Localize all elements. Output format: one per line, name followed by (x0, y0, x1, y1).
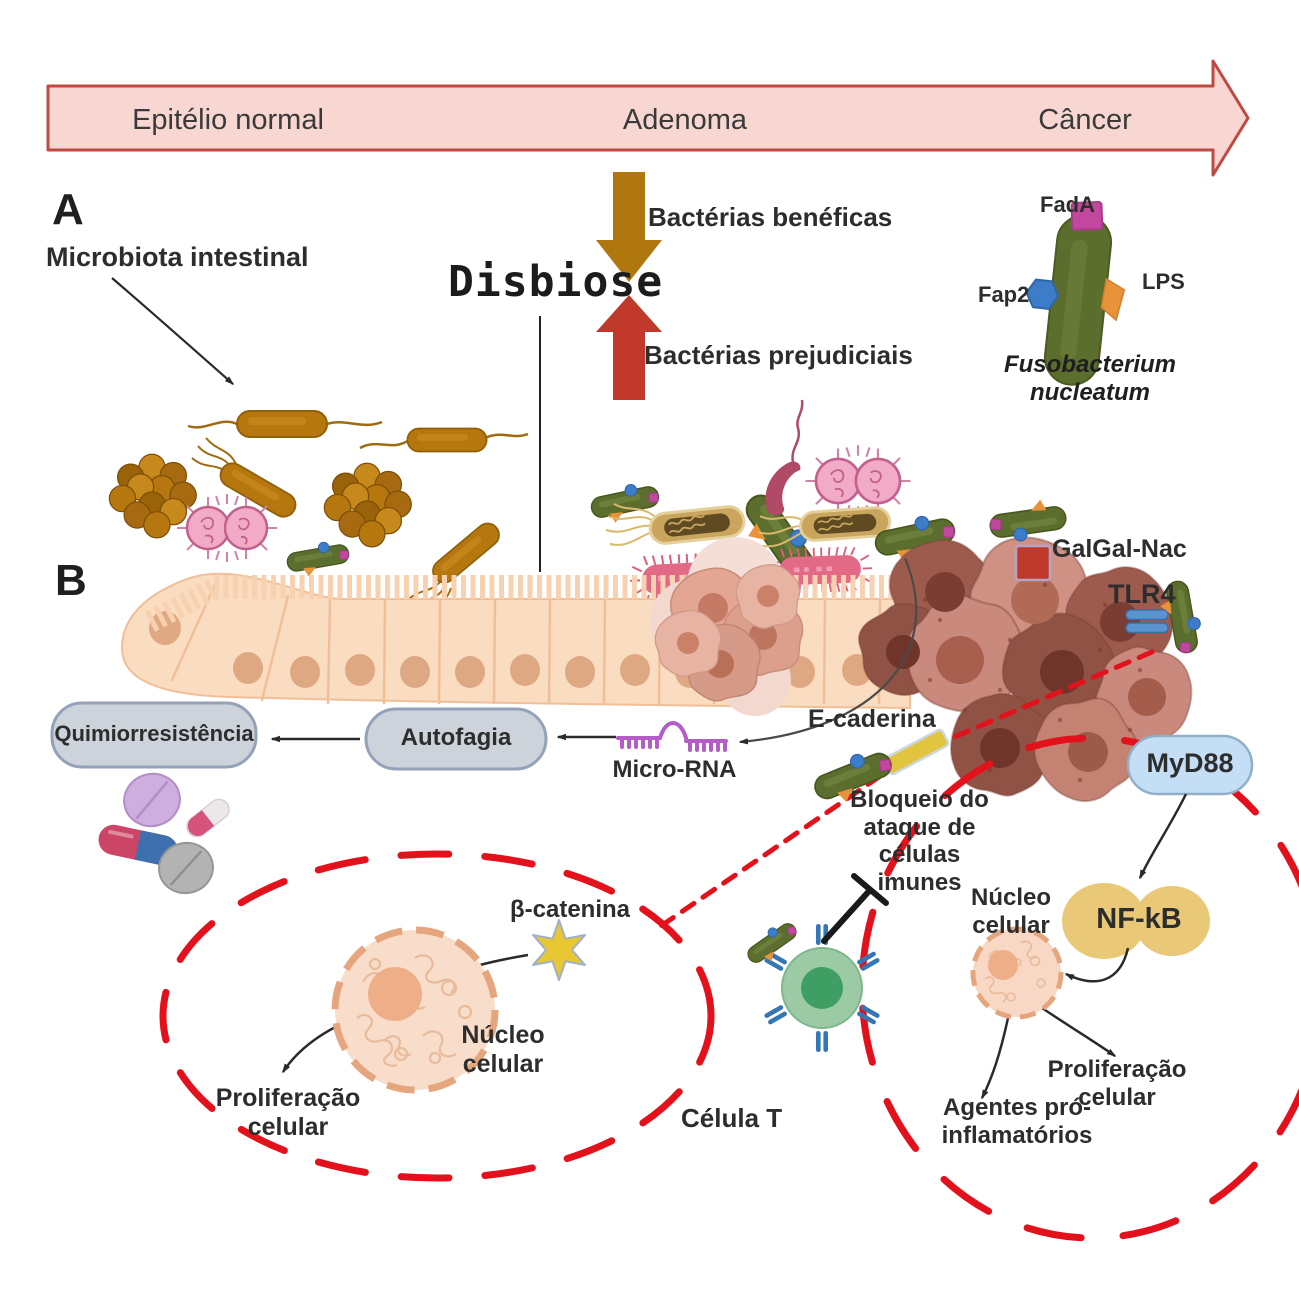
harmful-bacteria-arrow (596, 295, 662, 400)
dysbiotic-bacteria-field (587, 399, 960, 605)
beneficial-bacteria-label: Bactérias benéficas (648, 202, 893, 232)
galgalnac-label: GalGal-Nac (1052, 535, 1187, 563)
timeline-arrow (46, 59, 1250, 177)
t-cell-label: Célula T (681, 1103, 783, 1133)
adenoma-cells (650, 537, 804, 716)
right-nucleus-label: Núcleo celular (970, 884, 1051, 939)
tlr4-label: TLR4 (1108, 579, 1176, 609)
autophagy-label: Autofagia (400, 724, 512, 751)
chemotherapy-pills (98, 772, 230, 895)
microbiota-label: Microbiota intestinal (46, 242, 309, 272)
microrna-icon (616, 721, 728, 752)
microbiota-pointer-arrow (111, 277, 235, 385)
ecadherin-label: E-caderina (808, 705, 936, 733)
fap2-label: Fap2 (978, 282, 1030, 307)
fusobacterium-illustration (1025, 201, 1126, 386)
microrna-label: Micro-RNA (612, 756, 737, 783)
chemoresistance-label: Quimiorresistência (54, 721, 254, 746)
autophagy-box (364, 707, 548, 771)
timeline-stage-adenoma: Adenoma (622, 104, 748, 136)
beta-catenin-label: β-catenina (510, 896, 631, 923)
timeline-stage-cancer: Câncer (1038, 104, 1132, 136)
beta-catenin-star (532, 919, 586, 981)
myd88-label: MyD88 (1146, 748, 1234, 778)
tlr4-receptor (1125, 577, 1206, 657)
fada-label: FadA (1040, 192, 1095, 217)
beneficial-bacteria-arrow (596, 172, 662, 282)
chemoresistance-box (50, 701, 258, 769)
left-nucleus-label: Núcleo celular (461, 1021, 545, 1078)
fusobacterium-name: Fusobacterium nucleatum (1003, 351, 1177, 406)
dysbiosis-title: Disbiose (448, 257, 664, 307)
left-cell-nucleus (331, 926, 499, 1094)
immune-blockade-label: Bloqueio do ataque de células imunes (850, 786, 989, 896)
right-cell-nucleus (970, 926, 1064, 1020)
curved-rod-bacterium (765, 461, 801, 515)
harmful-bacteria-label: Bactérias prejudiciais (644, 340, 913, 370)
left-proliferation-label: Proliferação celular (215, 1084, 361, 1141)
flow-arrows (270, 557, 1188, 1100)
panel-a-label: A (52, 185, 84, 234)
timeline-stage-normal: Epitélio normal (132, 104, 324, 136)
nfkb-blob (1062, 883, 1210, 959)
proinflammatory-label: Agentes pró-inflamatórios (941, 1094, 1093, 1149)
inhibition-bar (821, 873, 889, 944)
right-proliferation-label: Proliferação celular (1047, 1056, 1187, 1111)
t-cell (741, 873, 889, 1052)
myd88-box (1126, 734, 1254, 796)
galgalnac-receptor (986, 495, 1069, 582)
lps-label: LPS (1142, 269, 1185, 294)
ecadherin-junction (808, 728, 950, 812)
nfkb-label: NF-kB (1096, 903, 1182, 935)
panel-b-label: B (55, 556, 87, 605)
